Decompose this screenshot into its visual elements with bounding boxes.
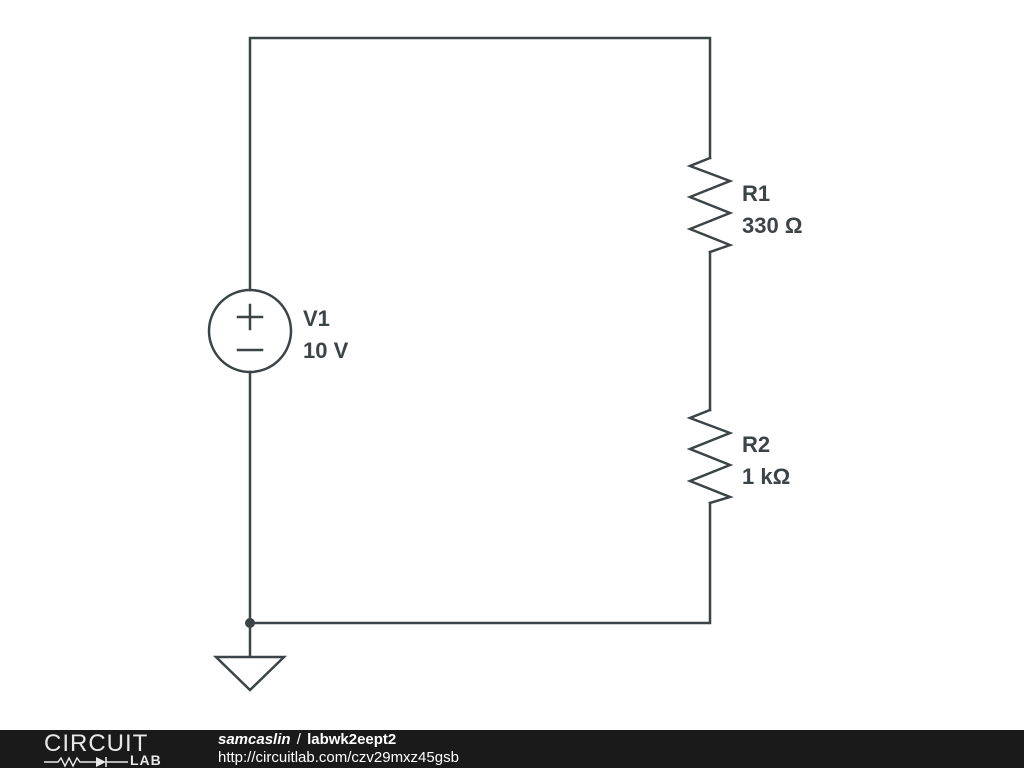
voltage-source-v1: V1 10 V [207, 288, 349, 374]
r2-ref-label: R2 [742, 432, 770, 457]
wire-bottom-return [248, 501, 712, 625]
circuitlab-logo[interactable]: CIRCUIT LAB [44, 730, 176, 768]
circuit-name-link[interactable]: labwk2eept2 [307, 731, 397, 748]
resistor-r2-zigzag [686, 408, 734, 505]
author-link[interactable]: samcaslin [218, 731, 291, 748]
wire-top-loop [248, 36, 712, 292]
credits-separator: / [296, 731, 301, 748]
circuit-credits: samcaslin / labwk2eept2 http://circuitla… [218, 731, 459, 767]
r2-value-label: 1 kΩ [742, 464, 790, 489]
voltage-source-circle [207, 288, 293, 374]
v1-ref-label: V1 [303, 306, 330, 331]
logo-lab-text: LAB [130, 752, 162, 768]
resistor-r2: R2 1 kΩ [686, 408, 790, 505]
v1-value-label: 10 V [303, 338, 349, 363]
junction-dot [245, 618, 255, 628]
wires [248, 36, 712, 658]
footer-bar: CIRCUIT LAB samcaslin / labwk2eept2 http… [0, 730, 1024, 768]
logo-resistor-diode-icon [44, 756, 128, 768]
r1-ref-label: R1 [742, 181, 770, 206]
ground-symbol-icon [212, 655, 288, 692]
circuit-url-link[interactable]: http://circuitlab.com/czv29mxz45gsb [218, 749, 459, 766]
resistor-r1-zigzag [686, 156, 734, 254]
resistor-r1: R1 330 Ω [686, 156, 802, 254]
circuit-schematic: V1 10 V R1 330 Ω R2 1 kΩ [207, 36, 802, 692]
logo-circuit-text: CIRCUIT [44, 730, 149, 757]
r1-value-label: 330 Ω [742, 213, 802, 238]
